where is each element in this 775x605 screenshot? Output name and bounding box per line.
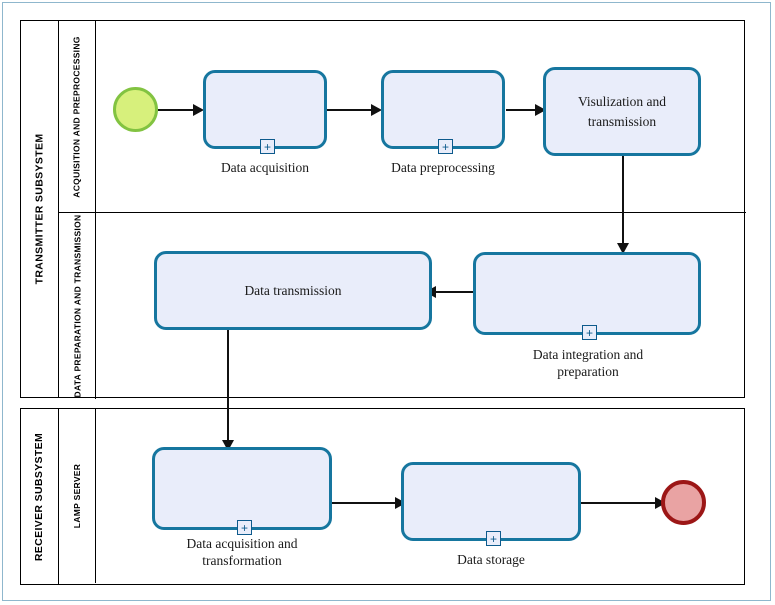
subprocess-marker-icon-data-acquisition-and-transformation: + — [237, 520, 252, 535]
subprocess-marker-icon-data-integration-and-preparation: + — [582, 325, 597, 340]
flow-data-integration-to-data-transmission — [432, 291, 474, 293]
task-label-data-transmission: Data transmission — [244, 282, 342, 298]
subprocess-marker-icon-data-acquisition: + — [260, 139, 275, 154]
plus-icon: + — [263, 139, 271, 154]
flow-arrowhead-visulization-to-data-integration — [617, 243, 629, 254]
lane-acquisition-and-preprocessing[interactable]: ACQUISITION AND PREPROCESSING — [59, 21, 746, 212]
task-label-data-storage: Data storage — [457, 552, 525, 567]
task-data-integration-and-preparation[interactable]: + — [473, 252, 701, 340]
lane-title-acquisition-and-preprocessing: ACQUISITION AND PREPROCESSING — [59, 21, 96, 212]
task-label-data-preprocessing: Data preprocessing — [391, 160, 495, 175]
flow-data-storage-to-end — [579, 502, 661, 504]
lane-lamp-server[interactable]: LAMP SERVER — [59, 409, 746, 583]
flow-data-acquisition-to-data-preprocessing — [325, 109, 374, 111]
flow-arrowhead-data-transmission-to-data-acquisition-transformation — [222, 440, 234, 451]
plus-icon: + — [441, 139, 449, 154]
end-event[interactable] — [661, 480, 706, 525]
task-data-transmission[interactable]: Data transmission — [154, 251, 432, 330]
subprocess-marker-icon-data-storage: + — [486, 531, 501, 546]
flow-start-to-data-acquisition — [158, 109, 196, 111]
plus-icon: + — [585, 325, 593, 340]
lane-title-data-preparation-and-transmission: DATA PREPARATION AND TRANSMISSION — [59, 213, 96, 399]
flow-arrowhead-start-to-data-acquisition — [193, 104, 204, 116]
pool-title-transmitter-subsystem: TRANSMITTER SUBSYSTEM — [21, 21, 59, 397]
pool-label-receiver-subsystem: RECEIVER SUBSYSTEM — [33, 432, 46, 561]
lane-label-acquisition-and-preprocessing: ACQUISITION AND PREPROCESSING — [72, 35, 82, 198]
pool-title-receiver-subsystem: RECEIVER SUBSYSTEM — [21, 409, 59, 584]
lane-label-data-preparation-and-transmission: DATA PREPARATION AND TRANSMISSION — [72, 214, 83, 398]
pool-receiver-subsystem[interactable]: RECEIVER SUBSYSTEM LAMP SERVER — [20, 408, 745, 585]
task-label-visulization-and-transmission: Visulization and transmission — [577, 93, 667, 129]
flow-arrowhead-data-acquisition-to-data-preprocessing — [371, 104, 382, 116]
task-label-data-acquisition: Data acquisition — [220, 160, 310, 175]
task-data-preprocessing[interactable]: + — [381, 70, 505, 154]
flow-data-transmission-to-data-acquisition-transformation — [227, 328, 229, 447]
lane-data-preparation-and-transmission[interactable]: DATA PREPARATION AND TRANSMISSION — [59, 212, 746, 399]
task-data-acquisition[interactable]: + — [203, 70, 327, 154]
plus-icon: + — [489, 531, 497, 546]
subprocess-marker-icon-data-preprocessing: + — [438, 139, 453, 154]
flow-arrowhead-data-storage-to-end — [655, 497, 666, 509]
task-data-acquisition-and-transformation[interactable]: + — [152, 447, 332, 535]
task-label-data-acquisition-and-transformation: Data acquisition and transformation — [186, 536, 298, 568]
task-label-data-integration-and-preparation: Data integration and preparation — [532, 347, 644, 379]
lane-label-lamp-server: LAMP SERVER — [72, 463, 83, 529]
flow-data-acquisition-transformation-to-data-storage — [331, 502, 399, 504]
lane-title-lamp-server: LAMP SERVER — [59, 409, 96, 583]
pool-label-transmitter-subsystem: TRANSMITTER SUBSYSTEM — [33, 133, 46, 285]
plus-icon: + — [240, 520, 248, 535]
flow-data-preprocessing-to-visulization — [506, 109, 542, 111]
flow-arrowhead-data-preprocessing-to-visulization — [535, 104, 546, 116]
task-data-storage[interactable]: + — [401, 462, 581, 546]
flow-visulization-to-data-integration — [622, 156, 624, 250]
start-event[interactable] — [113, 87, 158, 132]
flow-arrowhead-data-acquisition-transformation-to-data-storage — [395, 497, 406, 509]
task-visulization-and-transmission[interactable]: Visulization and transmission — [543, 67, 701, 156]
